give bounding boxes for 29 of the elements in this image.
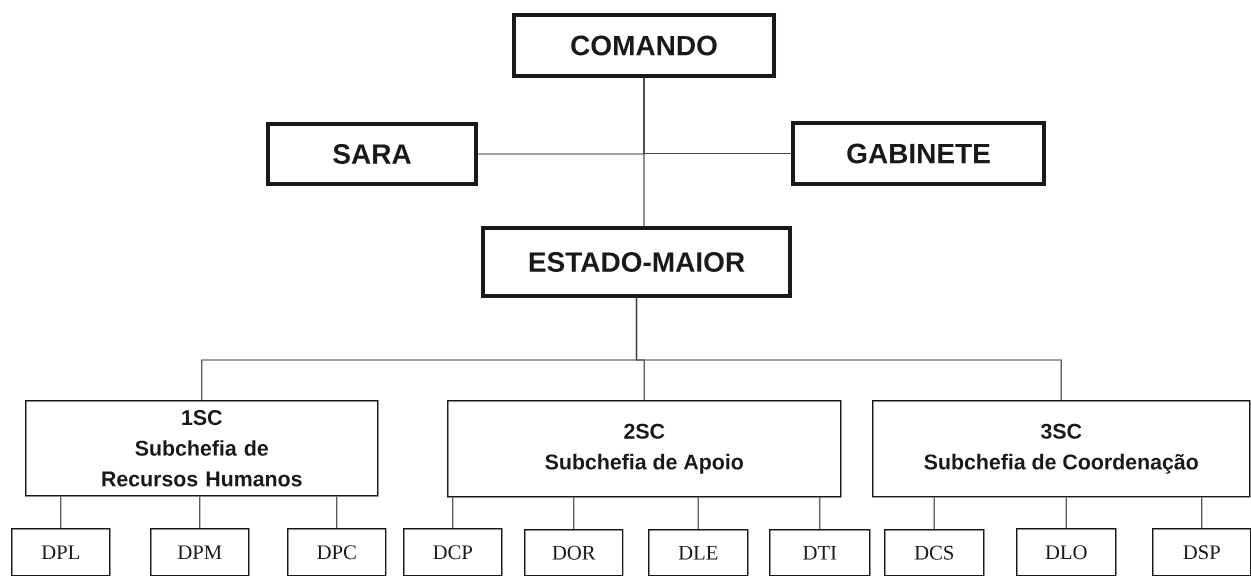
connector-line [336,495,338,529]
department-box: DPC [287,528,387,576]
department-box: DCS [884,529,985,576]
connector-line [1065,496,1067,529]
subunit-box: 1SC Subchefia de Recursos Humanos [25,400,379,497]
department-box: DLE [648,529,749,576]
department-box: DPL [11,528,111,576]
department-box: DPM [150,528,250,576]
unit-box: SARA [266,122,478,186]
unit-box: GABINETE [791,121,1046,186]
connector-line [819,496,821,530]
department-box: DCP [403,528,503,576]
subunit-box: 3SC Subchefia de Coordenação [872,400,1251,498]
unit-box: COMANDO [512,13,776,78]
connector-line [60,495,62,529]
connector-line [643,77,645,227]
connector-line [635,297,1062,401]
connector-line [697,496,699,530]
connector-line [933,496,935,530]
connector-line [1201,496,1203,529]
department-box: DTI [769,529,871,576]
connector-line [199,495,201,529]
department-box: DOR [524,529,624,576]
department-box: DSP [1152,528,1251,576]
connector-line [573,496,575,530]
unit-box: ESTADO-MAIOR [481,226,792,298]
department-box: DLO [1016,528,1117,576]
connector-line [452,496,454,529]
subunit-box: 2SC Subchefia de Apoio [447,400,842,498]
